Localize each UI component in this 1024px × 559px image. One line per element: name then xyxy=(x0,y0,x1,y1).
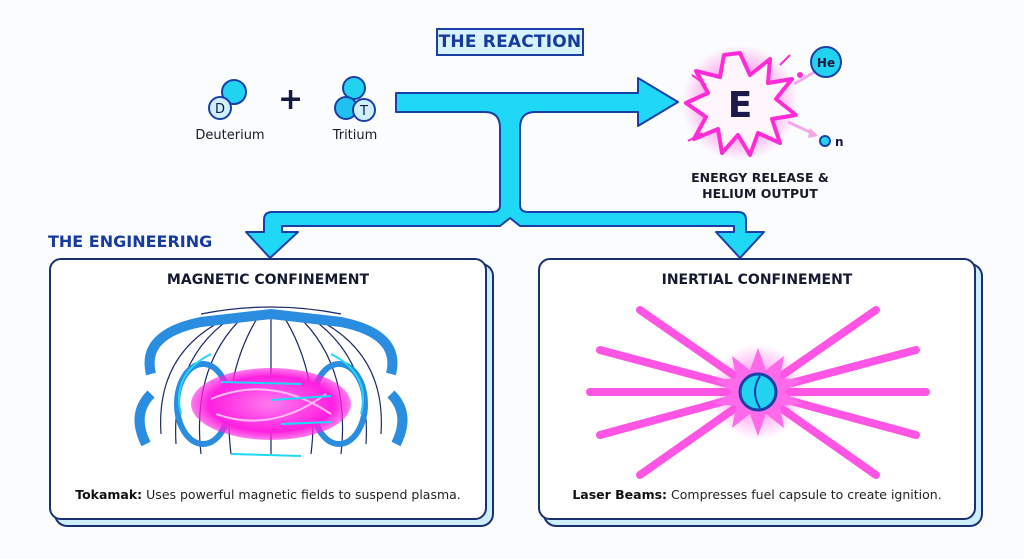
caption-text: Compresses fuel capsule to create igniti… xyxy=(667,487,942,502)
caption-text: Uses powerful magnetic fields to suspend… xyxy=(142,487,461,502)
neutron-particle-icon: n xyxy=(819,135,844,149)
deuterium-label: Deuterium xyxy=(195,128,265,143)
reaction-title: THE REACTION xyxy=(436,28,584,56)
deuterium-atom-icon: D xyxy=(208,79,247,120)
deuterium-symbol: D xyxy=(215,102,225,117)
tritium-atom-icon: T xyxy=(334,76,376,122)
magnetic-confinement-card: MAGNETIC CONFINEMENT xyxy=(49,258,487,520)
energy-burst-icon: E xyxy=(682,45,803,161)
plus-operator: + xyxy=(278,82,304,117)
energy-output-label: ENERGY RELEASE & HELIUM OUTPUT xyxy=(665,170,855,202)
tritium-symbol: T xyxy=(359,104,368,119)
energy-symbol: E xyxy=(728,85,753,126)
tokamak-illustration-icon xyxy=(134,306,408,457)
inertial-confinement-card: INERTIAL CONFINEMENT Laser Beams: Compre… xyxy=(538,258,976,520)
card-title: MAGNETIC CONFINEMENT xyxy=(166,272,370,288)
card-title: INERTIAL CONFINEMENT xyxy=(661,272,853,288)
energy-label-line1: ENERGY RELEASE & xyxy=(691,170,829,185)
tritium-label: Tritium xyxy=(332,128,378,143)
card-caption: Tokamak: Uses powerful magnetic fields t… xyxy=(51,487,485,502)
caption-term: Tokamak: xyxy=(75,487,143,502)
neutron-symbol: n xyxy=(835,135,844,149)
neutron-arrow-icon xyxy=(787,120,818,138)
caption-term: Laser Beams: xyxy=(572,487,668,502)
helium-symbol: He xyxy=(817,56,835,70)
energy-label-line2: HELIUM OUTPUT xyxy=(702,186,818,201)
card-caption: Laser Beams: Compresses fuel capsule to … xyxy=(540,487,974,502)
arrow-to-energy-icon xyxy=(245,77,765,259)
laser-beams-illustration-icon xyxy=(586,306,930,479)
engineering-title: THE ENGINEERING xyxy=(48,232,213,251)
helium-particle-icon: He xyxy=(810,46,842,78)
